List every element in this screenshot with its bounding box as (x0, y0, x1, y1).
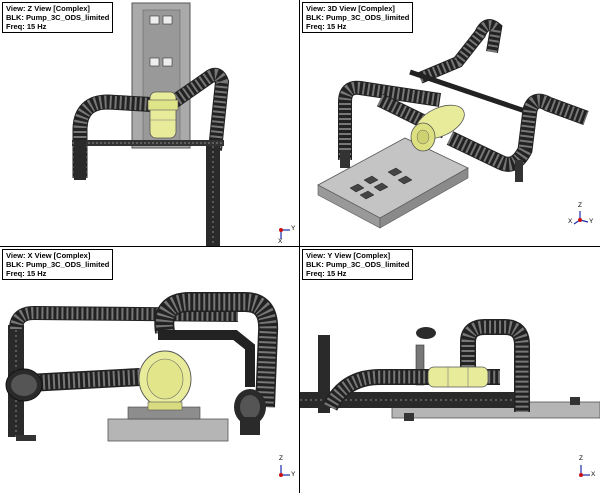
view-info-box: View: Z View [Complex] BLK: Pump_3C_ODS_… (2, 2, 114, 33)
axis-triad: Z Y (276, 455, 298, 485)
3d-view-viewport[interactable]: View: 3D View [Complex] BLK: Pump_3C_ODS… (300, 0, 600, 246)
axis-label-depth: X (568, 218, 573, 225)
block-name-label: BLK: Pump_3C_ODS_limited (306, 260, 410, 269)
view-name-label: View: X View [Complex] (6, 251, 91, 260)
base-skid (107, 418, 229, 442)
block-name-label: BLK: Pump_3C_ODS_limited (306, 13, 410, 22)
axis-triad: Z X (576, 455, 598, 485)
pipe-top-bend (417, 19, 503, 84)
base-skid (317, 137, 469, 229)
pipe-discharge (446, 93, 589, 172)
pipe-lower-horizontal (300, 392, 525, 408)
pump-body (138, 350, 192, 411)
view-info-box: View: X View [Complex] BLK: Pump_3C_ODS_… (2, 249, 114, 280)
axis-label-vertical: X (278, 238, 283, 245)
y-view-model (300, 319, 600, 421)
block-name-label: BLK: Pump_3C_ODS_limited (6, 13, 110, 22)
pipe-crossbar (409, 69, 529, 115)
3d-view-model (317, 19, 589, 229)
frequency-label: Freq: 15 Hz (6, 22, 47, 31)
view-info-box: View: 3D View [Complex] BLK: Pump_3C_ODS… (302, 2, 414, 33)
axis-label-horizontal: Y (291, 225, 296, 232)
viewport-divider-vertical (299, 0, 300, 493)
view-name-label: View: 3D View [Complex] (306, 4, 395, 13)
z-view-model (72, 2, 230, 246)
frequency-label: Freq: 15 Hz (306, 22, 347, 31)
pump-body (410, 104, 465, 152)
block-name-label: BLK: Pump_3C_ODS_limited (6, 260, 110, 269)
axis-label-horizontal: Y (589, 218, 594, 225)
frequency-label: Freq: 15 Hz (306, 269, 347, 278)
axis-triad: Z Y X (568, 202, 594, 232)
view-info-box: View: Y View [Complex] BLK: Pump_3C_ODS_… (302, 249, 414, 280)
z-view-viewport[interactable]: View: Z View [Complex] BLK: Pump_3C_ODS_… (0, 0, 299, 246)
axis-label-horizontal: Y (291, 471, 296, 478)
pipe-top-horizontal (9, 305, 239, 330)
axis-label-vertical: Z (579, 455, 583, 462)
axis-label-vertical: Z (578, 202, 582, 209)
base-blocks (349, 167, 413, 200)
axis-label-horizontal: X (591, 471, 596, 478)
axis-label-vertical: Z (279, 455, 283, 462)
viewport-divider-horizontal (0, 246, 600, 247)
y-view-viewport[interactable]: View: Y View [Complex] BLK: Pump_3C_ODS_… (300, 247, 600, 493)
view-name-label: View: Z View [Complex] (6, 4, 90, 13)
x-view-model (5, 292, 279, 442)
x-view-viewport[interactable]: View: X View [Complex] BLK: Pump_3C_ODS_… (0, 247, 299, 493)
pump-body (147, 91, 179, 139)
axis-triad: Y X (276, 222, 298, 246)
view-name-label: View: Y View [Complex] (306, 251, 391, 260)
pipe-support (515, 160, 523, 182)
frequency-label: Freq: 15 Hz (6, 269, 47, 278)
pump-body (427, 366, 489, 388)
